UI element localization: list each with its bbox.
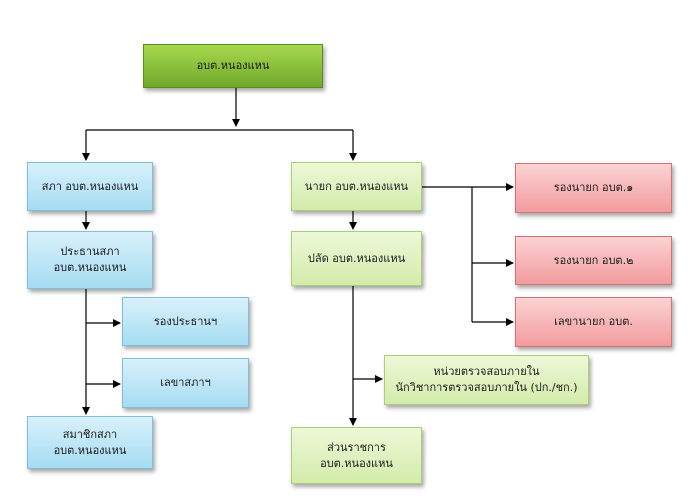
council-members-line-1: สมาชิกสภา bbox=[62, 427, 118, 441]
departments-line-2: อบต.หนองแหน bbox=[320, 456, 393, 470]
audit-unit-line-2: นักวิชาการตรวจสอบภายใน (ปก./ชก.) bbox=[395, 381, 578, 394]
clerk-label: ปลัด อบต.หนองแหน bbox=[307, 251, 406, 265]
clerk-node: ปลัด อบต.หนองแหน bbox=[291, 231, 422, 286]
departments-node: ส่วนราชการ อบต.หนองแหน bbox=[291, 427, 422, 484]
council-secretary-label: เลขาสภาฯ bbox=[160, 376, 211, 390]
root-label: อบต.หนองแหน bbox=[196, 59, 270, 73]
departments-line-1: ส่วนราชการ bbox=[327, 440, 386, 454]
deputy-1-node: รองนายก อบต.๑ bbox=[515, 163, 672, 213]
deputy-1-label: รองนายก อบต.๑ bbox=[553, 181, 634, 195]
vice-chairman-node: รองประธานฯ bbox=[122, 297, 249, 346]
council-secretary-node: เลขาสภาฯ bbox=[122, 358, 249, 408]
council-label: สภา อบต.หนองแหน bbox=[41, 179, 139, 193]
council-members-line-2: อบต.หนองแหน bbox=[53, 443, 127, 457]
deputy-2-node: รองนายก อบต.๒ bbox=[515, 236, 672, 285]
council-node: สภา อบต.หนองแหน bbox=[27, 162, 153, 211]
council-chairman-node: ประธานสภา อบต.หนองแหน bbox=[27, 231, 153, 289]
audit-unit-node: หน่วยตรวจสอบภายใน นักวิชาการตรวจสอบภายใน… bbox=[384, 355, 589, 405]
deputy-2-label: รองนายก อบต.๒ bbox=[553, 253, 634, 267]
council-members-node: สมาชิกสภา อบต.หนองแหน bbox=[27, 416, 153, 469]
mayor-secretary-node: เลขานายก อบต. bbox=[515, 297, 672, 347]
vice-chairman-label: รองประธานฯ bbox=[153, 314, 218, 328]
mayor-node: นายก อบต.หนองแหน bbox=[291, 162, 422, 211]
mayor-label: นายก อบต.หนองแหน bbox=[304, 179, 409, 193]
council-chairman-line-1: ประธานสภา bbox=[60, 245, 120, 259]
audit-unit-line-1: หน่วยตรวจสอบภายใน bbox=[433, 365, 540, 379]
mayor-secretary-label: เลขานายก อบต. bbox=[554, 315, 633, 329]
council-chairman-line-2: อบต.หนองแหน bbox=[53, 261, 127, 274]
root-node: อบต.หนองแหน bbox=[143, 44, 323, 88]
